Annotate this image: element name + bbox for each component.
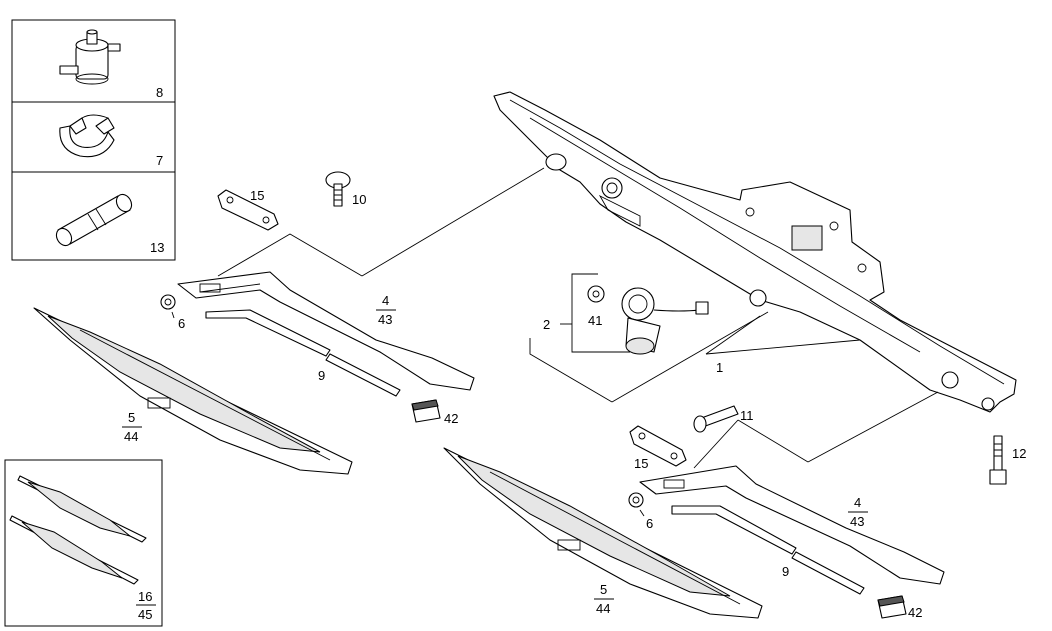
part-13-label: 13: [150, 240, 164, 255]
callout-15-right: 15: [634, 456, 648, 471]
callout-12: 12: [1012, 446, 1026, 461]
part-8-label: 8: [156, 85, 163, 100]
callout-42-right: 42: [908, 605, 922, 620]
callout-43-left: 43: [378, 312, 392, 327]
right-plate-part-15: [629, 425, 687, 467]
callout-4-left: 4: [382, 293, 389, 308]
callout-10: 10: [352, 192, 366, 207]
part-7-clip-icon: [59, 114, 115, 158]
callout-42-left: 42: [444, 411, 458, 426]
right-cap-part-42: [877, 595, 907, 619]
callout-11: 11: [740, 408, 754, 423]
callout-5-right: 5: [600, 582, 607, 597]
inset-alternate-blades-box: 16 45: [4, 459, 163, 627]
alternate-blade-icon: [9, 475, 147, 585]
part-8-connector-icon: [59, 29, 121, 85]
callout-41: 41: [588, 313, 602, 328]
callout-43-right: 43: [850, 514, 864, 529]
callout-6-left: 6: [178, 316, 185, 331]
wiper-motor-part-2: [621, 287, 709, 355]
left-wiper-blade: [33, 307, 353, 475]
callout-5-left: 5: [128, 410, 135, 425]
bolt-part-12: [989, 435, 1007, 485]
callouts: 1 2 41 10 15 15 4 43 4 43 6 6 9 9 5 44 5…: [122, 188, 1026, 620]
bolt-part-10: [325, 171, 351, 207]
left-push-rod: [205, 309, 401, 397]
left-plate-part-15: [217, 189, 279, 231]
right-push-rod: [671, 505, 865, 595]
callout-2: 2: [543, 317, 550, 332]
callout-1: 1: [716, 360, 723, 375]
linkage-frame-part-1: [493, 91, 1017, 413]
motor-nut-part-41: [587, 285, 605, 303]
callout-6-right: 6: [646, 516, 653, 531]
part-7-label: 7: [156, 153, 163, 168]
inset-accessories-box: 8 7 13: [11, 19, 176, 261]
callout-9-left: 9: [318, 368, 325, 383]
callout-44-left: 44: [124, 429, 138, 444]
part-13-hose-connector-icon: [55, 193, 133, 247]
left-wiper-arm: [160, 271, 475, 391]
leader-lines: [171, 167, 939, 517]
callout-15-left: 15: [250, 188, 264, 203]
part-45-label: 45: [138, 607, 152, 622]
callout-4-right: 4: [854, 495, 861, 510]
screw-part-11: [693, 405, 739, 433]
left-cap-part-42: [411, 399, 441, 423]
callout-44-right: 44: [596, 601, 610, 616]
right-wiper-blade: [443, 447, 763, 619]
part-16-label: 16: [138, 589, 152, 604]
callout-9-right: 9: [782, 564, 789, 579]
right-wiper-arm: [628, 465, 945, 585]
